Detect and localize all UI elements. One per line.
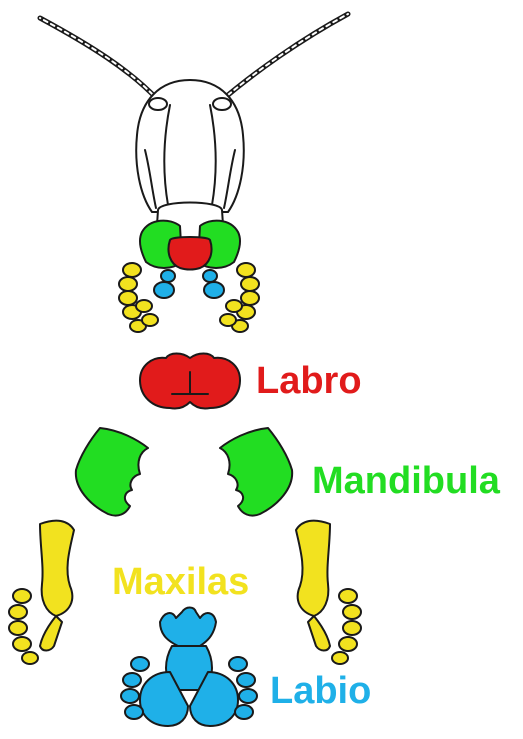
right-maxilla [296,521,361,664]
insect-head [40,14,348,240]
right-mandible [220,428,292,516]
labium-part [121,608,257,727]
left-maxilla [9,521,74,664]
label-labro: Labro [256,362,362,400]
head-right-maxilla [220,263,259,332]
left-antenna-socket [149,98,167,110]
left-antenna [40,18,158,100]
right-antenna [222,14,348,100]
left-mandible [76,428,148,516]
right-antenna-socket [213,98,231,110]
label-labio: Labio [270,672,371,710]
labrum-part [140,354,240,409]
head-labium [154,270,224,298]
label-mandibula: Mandibula [312,462,500,500]
head-labrum [168,237,211,270]
mandible-parts [76,428,292,516]
label-maxilas: Maxilas [112,563,249,601]
head-mouthparts [119,221,259,332]
head-left-maxilla [119,263,158,332]
